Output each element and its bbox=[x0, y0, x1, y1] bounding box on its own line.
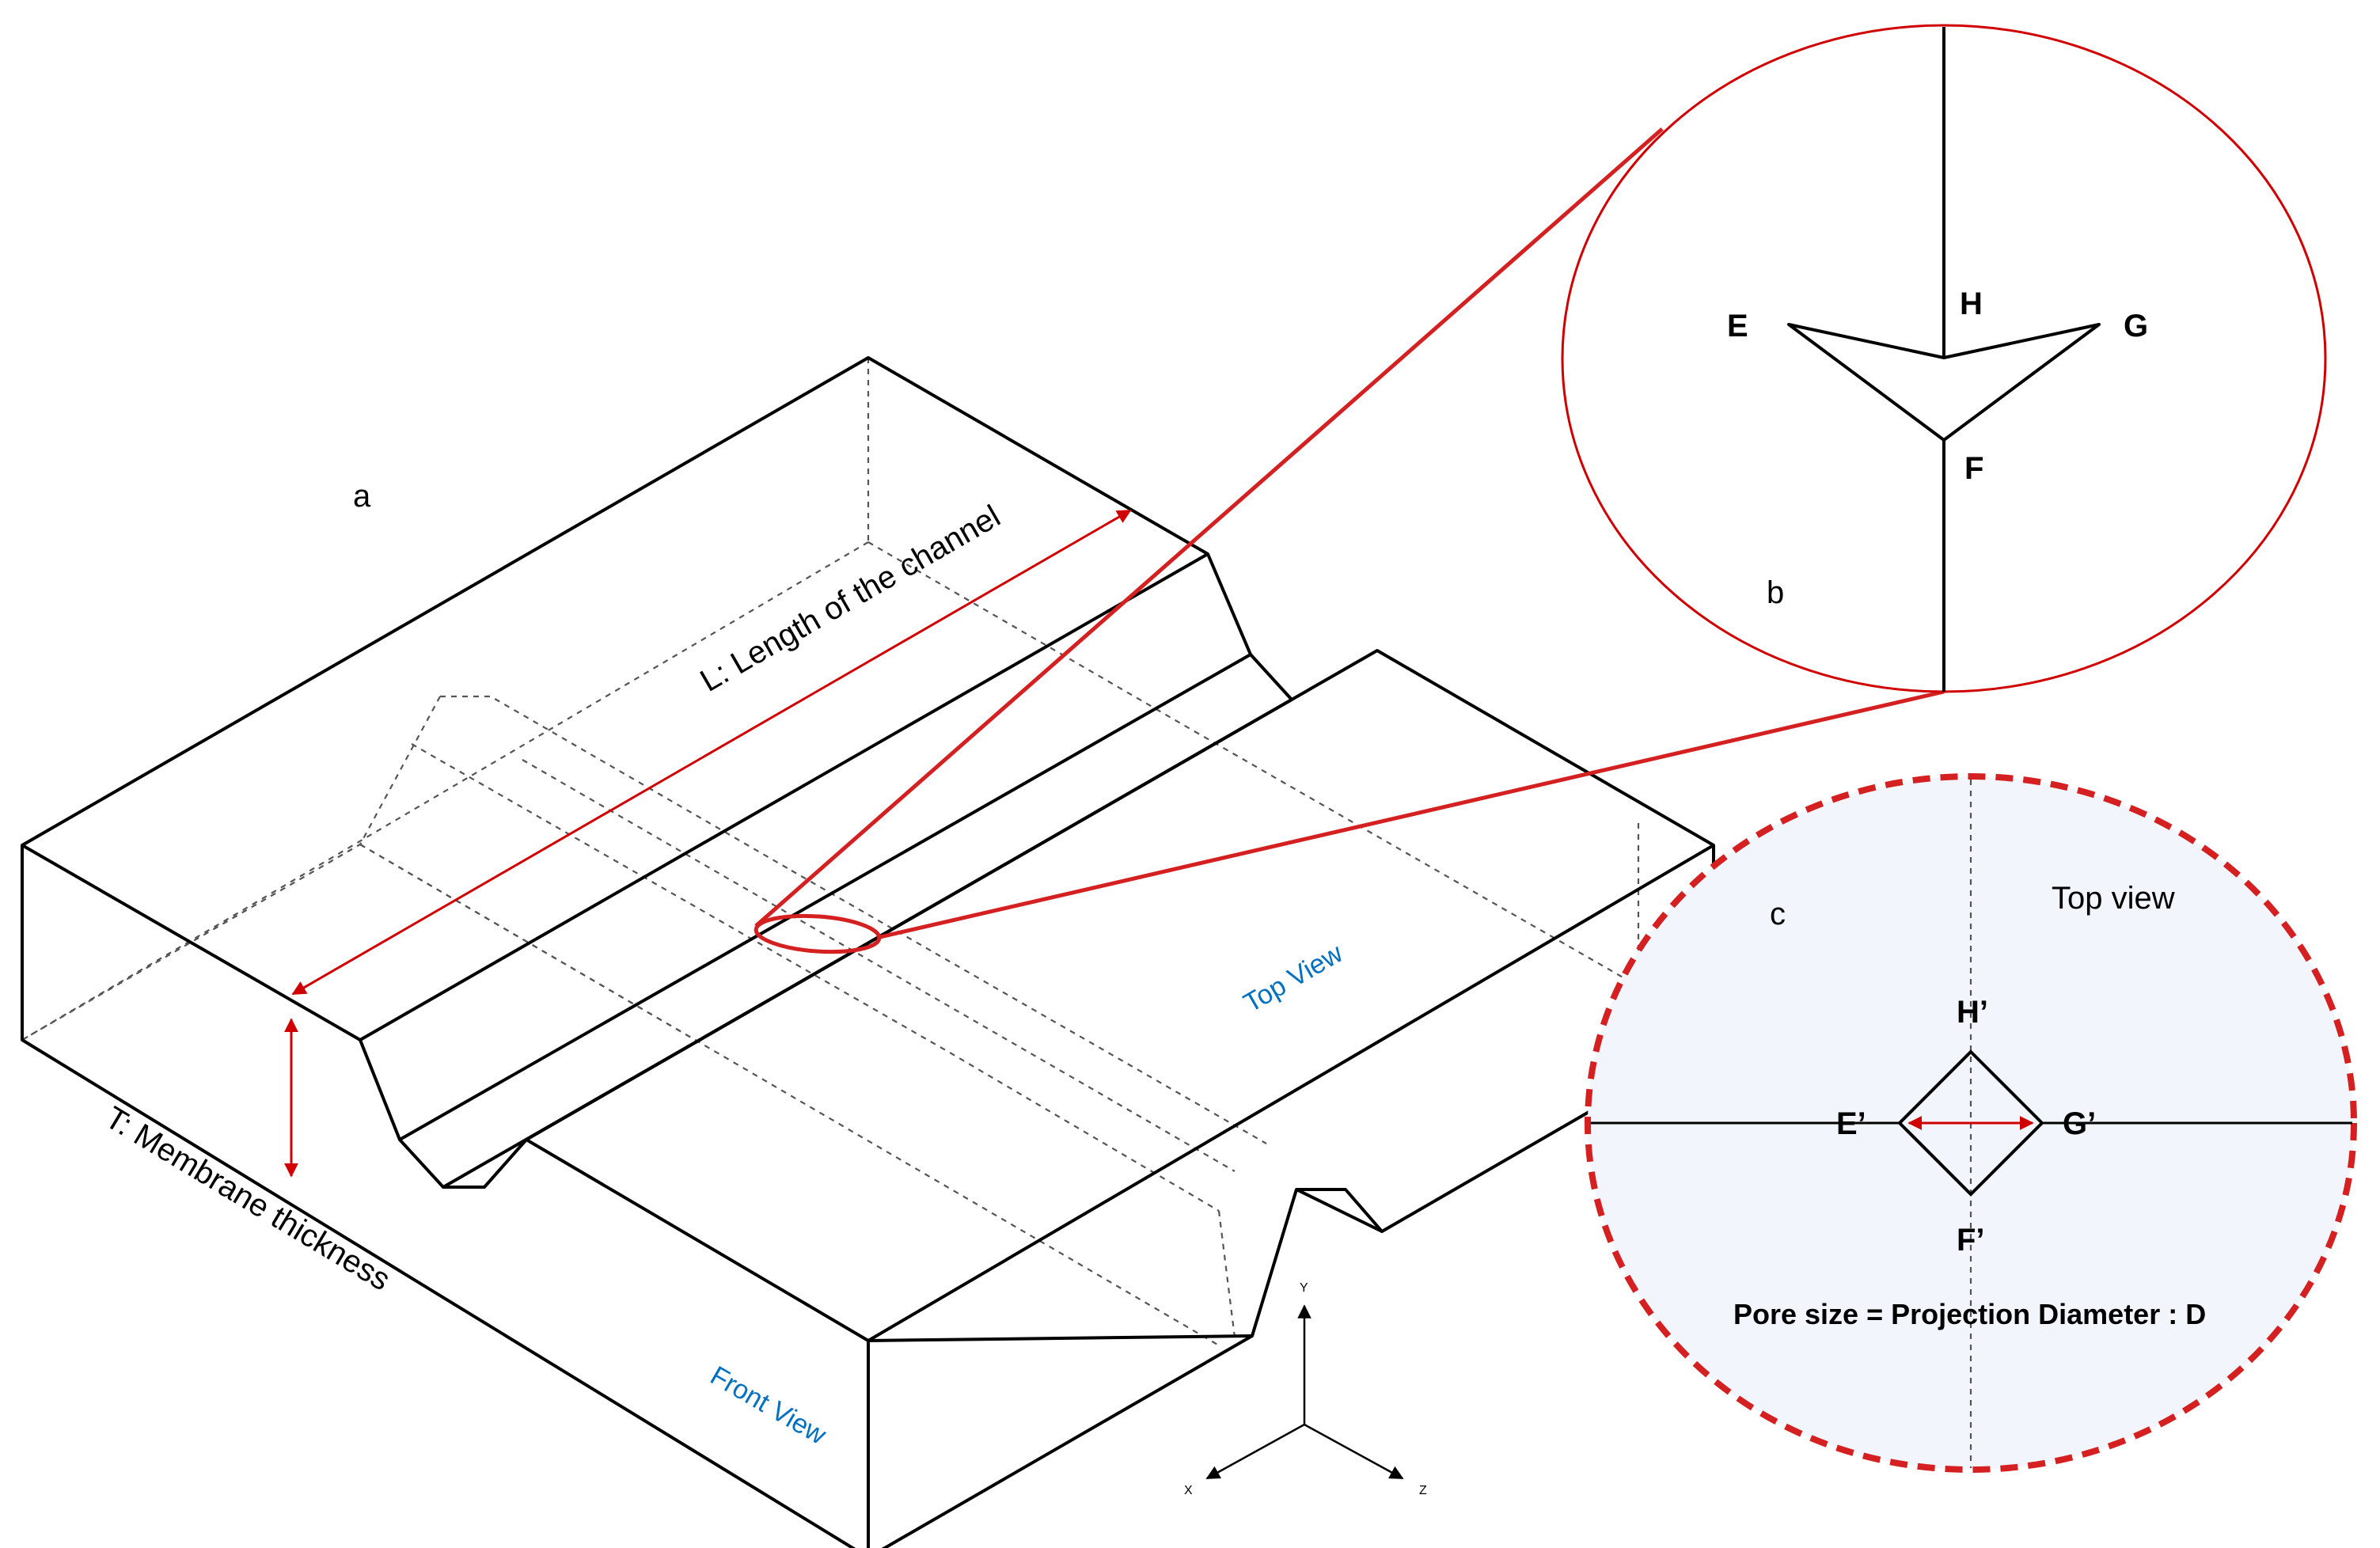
top-view-c-label: Top view bbox=[2052, 881, 2175, 916]
y-axis-label: Y bbox=[1300, 1281, 1308, 1295]
panel-c-label: c bbox=[1770, 897, 1786, 931]
point-f-label: F bbox=[1964, 451, 1983, 486]
zoom-line-lower bbox=[879, 689, 1945, 939]
point-h-prime-label: H’ bbox=[1957, 995, 1988, 1030]
point-e-label: E bbox=[1727, 309, 1748, 343]
front-view-label: Front View bbox=[705, 1360, 832, 1451]
point-h-label: H bbox=[1960, 286, 1983, 321]
pore-triangle bbox=[1787, 323, 2101, 442]
pore-size-label: Pore size = Projection Diameter : D bbox=[1733, 1298, 2206, 1330]
length-label: L: Length of the channel bbox=[695, 499, 1007, 699]
thickness-label: T: Membrane thickness bbox=[99, 1100, 396, 1298]
x-axis-arrow bbox=[1205, 1423, 1305, 1480]
point-e-prime-label: E’ bbox=[1836, 1106, 1866, 1141]
top-view-label: Top View bbox=[1239, 938, 1348, 1019]
panel-a-label: a bbox=[353, 479, 371, 514]
axis-triad bbox=[1205, 1304, 1404, 1480]
membrane-block bbox=[21, 127, 1945, 1548]
pore-diamond bbox=[1897, 1049, 2044, 1197]
zoom-line-upper bbox=[754, 127, 1664, 928]
x-axis-label: X bbox=[1184, 1484, 1193, 1497]
z-axis-arrow bbox=[1304, 1423, 1404, 1480]
point-g-label: G bbox=[2124, 309, 2148, 343]
point-g-prime-label: G’ bbox=[2063, 1106, 2096, 1141]
pore-highlight-ellipse bbox=[753, 913, 882, 954]
panel-b-label: b bbox=[1767, 575, 1784, 610]
point-f-prime-label: F’ bbox=[1957, 1223, 1985, 1258]
inset-c bbox=[1585, 773, 2357, 1473]
inset-b bbox=[1561, 24, 2327, 693]
z-axis-label: Z bbox=[1419, 1484, 1427, 1497]
length-arrow bbox=[291, 509, 1132, 996]
